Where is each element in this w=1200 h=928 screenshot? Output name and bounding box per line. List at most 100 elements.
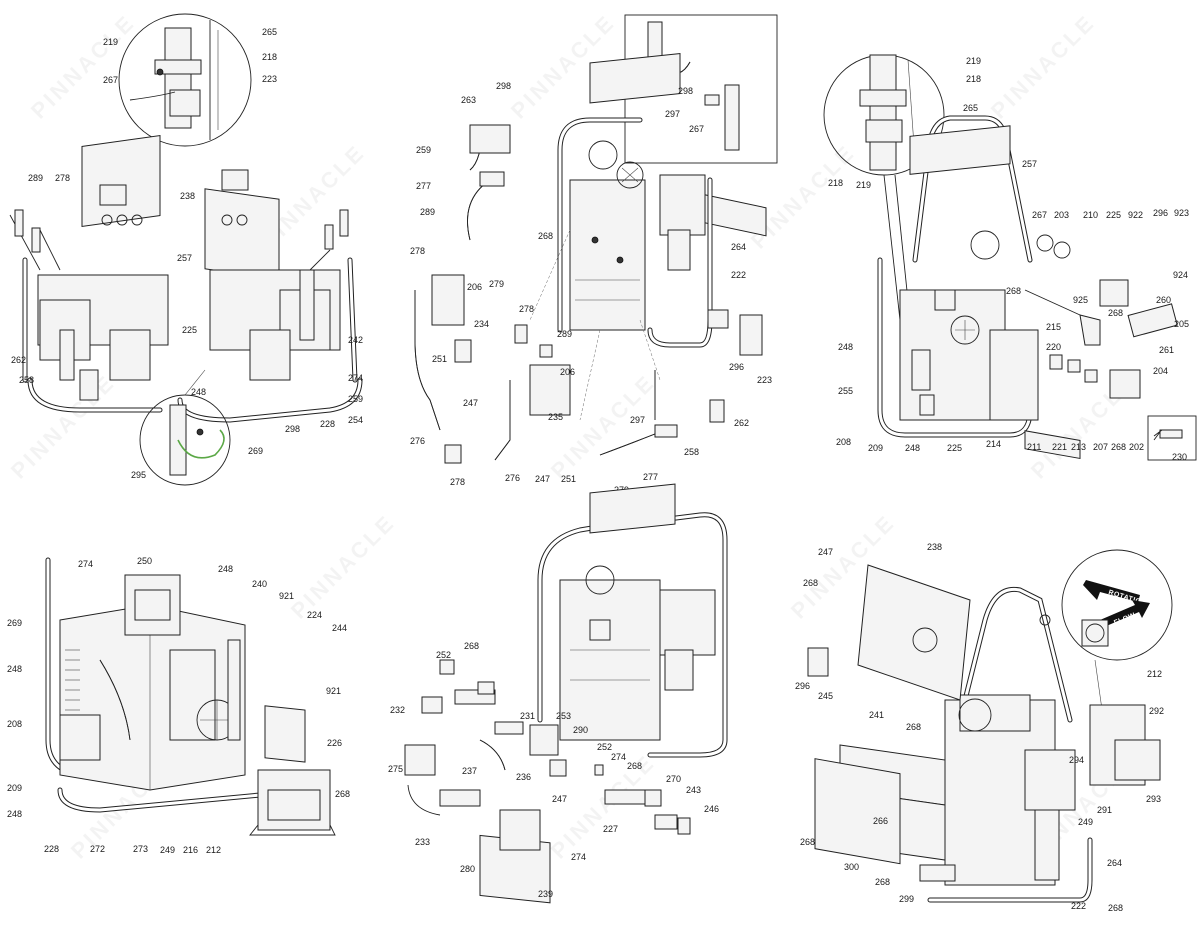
callout: 265 [262, 27, 277, 37]
callout: 250 [137, 556, 152, 566]
callout: 255 [838, 386, 853, 396]
callout: 279 [489, 279, 504, 289]
svg-text:PINNACLE: PINNACLE [6, 369, 120, 483]
callout: 213 [1071, 442, 1086, 452]
detail-magnifier [118, 13, 252, 147]
svg-text:PINNACLE: PINNACLE [746, 139, 860, 253]
callout: 219 [103, 37, 118, 47]
panel-bottom-right-drawing: ROTATION FLOW [807, 549, 1173, 903]
callout: 220 [1046, 342, 1061, 352]
callout: 246 [704, 804, 719, 814]
panel-bottom-right-callouts: 247 238 268 296 245 241 268 212 292 294 … [795, 542, 1164, 913]
callout: 226 [327, 738, 342, 748]
callout: 261 [1159, 345, 1174, 355]
callout: 238 [180, 191, 195, 201]
callout: 267 [103, 75, 118, 85]
callout: 278 [410, 246, 425, 256]
callout: 274 [78, 559, 93, 569]
callout: 202 [1129, 442, 1144, 452]
callout: 922 [1128, 210, 1143, 220]
callout: 263 [461, 95, 476, 105]
callout: 248 [191, 387, 206, 397]
callout: 242 [348, 335, 363, 345]
callout: 298 [496, 81, 511, 91]
callout: 297 [630, 415, 645, 425]
callout: 205 [1174, 319, 1189, 329]
callout: 292 [1149, 706, 1164, 716]
callout: 222 [1071, 901, 1086, 911]
callout: 297 [665, 109, 680, 119]
callout: 268 [627, 761, 642, 771]
callout: 209 [7, 783, 22, 793]
callout: 923 [1174, 208, 1189, 218]
panel-top-right-callouts: 219 218 265 257 218 219 267 203 210 225 … [828, 56, 1189, 462]
callout: 231 [520, 711, 535, 721]
callout: 247 [535, 474, 550, 484]
callout: 274 [611, 752, 626, 762]
callout: 273 [133, 844, 148, 854]
callout: 228 [320, 419, 335, 429]
callout: 216 [183, 845, 198, 855]
callout: 259 [348, 394, 363, 404]
callout: 215 [1046, 322, 1061, 332]
callout: 225 [1106, 210, 1121, 220]
callout: 239 [538, 889, 553, 899]
panel-bottom-middle-drawing [404, 483, 728, 904]
callout: 262 [734, 418, 749, 428]
callout: 221 [1052, 442, 1067, 452]
callout: 243 [686, 785, 701, 795]
callout: 218 [828, 178, 843, 188]
callout: 254 [348, 415, 363, 425]
callout: 278 [519, 304, 534, 314]
callout: 227 [603, 824, 618, 834]
callout: 232 [390, 705, 405, 715]
callout: 290 [573, 725, 588, 735]
callout: 296 [729, 362, 744, 372]
panel-top-left-callouts: 219 265 218 267 223 289 278 238 257 225 … [11, 27, 363, 480]
callout: 253 [556, 711, 571, 721]
callout: 295 [131, 470, 146, 480]
callout: 277 [416, 181, 431, 191]
callout: 237 [462, 766, 477, 776]
callout: 223 [757, 375, 772, 385]
callout: 267 [689, 124, 704, 134]
callout: 289 [420, 207, 435, 217]
callout: 299 [899, 894, 914, 904]
callout: 252 [597, 742, 612, 752]
callout: 924 [1173, 270, 1188, 280]
callout: 206 [467, 282, 482, 292]
callout: 268 [803, 578, 818, 588]
detail-magnifier [1061, 549, 1173, 661]
callout: 296 [795, 681, 810, 691]
callout: 276 [505, 473, 520, 483]
callout: 268 [1006, 286, 1021, 296]
callout: 248 [7, 809, 22, 819]
callout: 272 [90, 844, 105, 854]
callout: 225 [947, 443, 962, 453]
callout: 266 [873, 816, 888, 826]
callout: 248 [905, 443, 920, 453]
callout: 257 [1022, 159, 1037, 169]
callout: 249 [1078, 817, 1093, 827]
panel-bottom-left-callouts: 274 250 248 240 921 224 244 269 248 921 … [7, 556, 350, 855]
callout: 291 [1097, 805, 1112, 815]
callout: 293 [1146, 794, 1161, 804]
callout: 274 [348, 373, 363, 383]
panel-top-right-drawing [823, 54, 1197, 461]
callout: 259 [416, 145, 431, 155]
callout: 218 [966, 74, 981, 84]
callout: 267 [1032, 210, 1047, 220]
callout: 268 [464, 641, 479, 651]
callout: 228 [44, 844, 59, 854]
callout: 223 [262, 74, 277, 84]
callout: 274 [571, 852, 586, 862]
callout: 238 [927, 542, 942, 552]
callout: 207 [1093, 442, 1108, 452]
callout: 264 [1107, 858, 1122, 868]
callout: 258 [684, 447, 699, 457]
panel-bottom-left-drawing [45, 557, 336, 836]
callout: 212 [206, 845, 221, 855]
callout: 298 [678, 86, 693, 96]
callout: 230 [1172, 452, 1187, 462]
callout: 269 [248, 446, 263, 456]
